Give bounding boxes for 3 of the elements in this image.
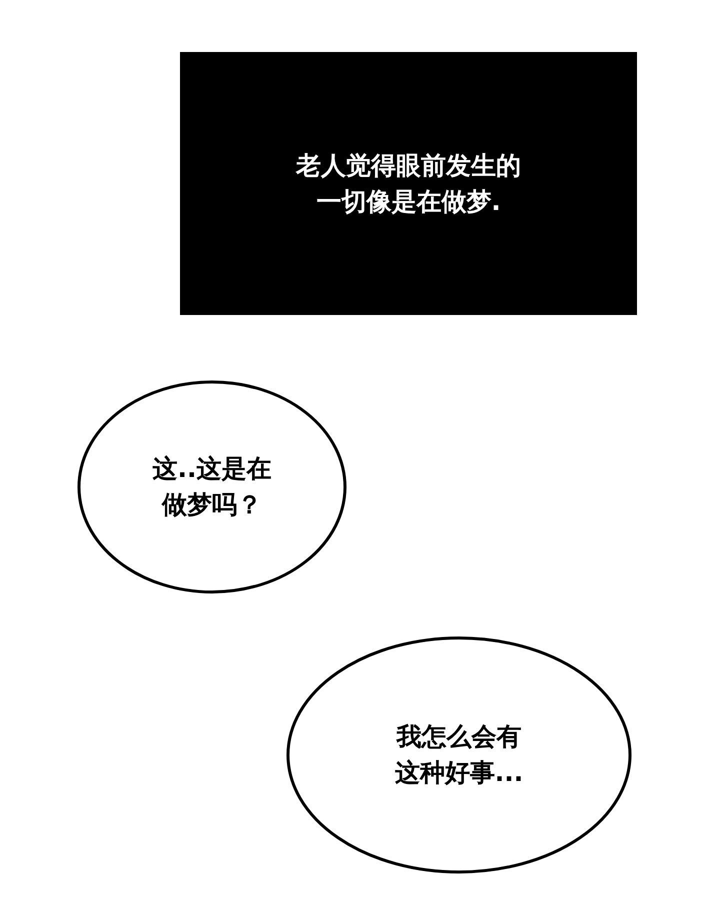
narration-text: 老人觉得眼前发生的一切像是在做梦.	[294, 150, 522, 218]
dialogue-text: 我怎么会有这种好事...	[394, 721, 524, 789]
dialogue-text: 这..这是在做梦吗？	[152, 453, 272, 521]
